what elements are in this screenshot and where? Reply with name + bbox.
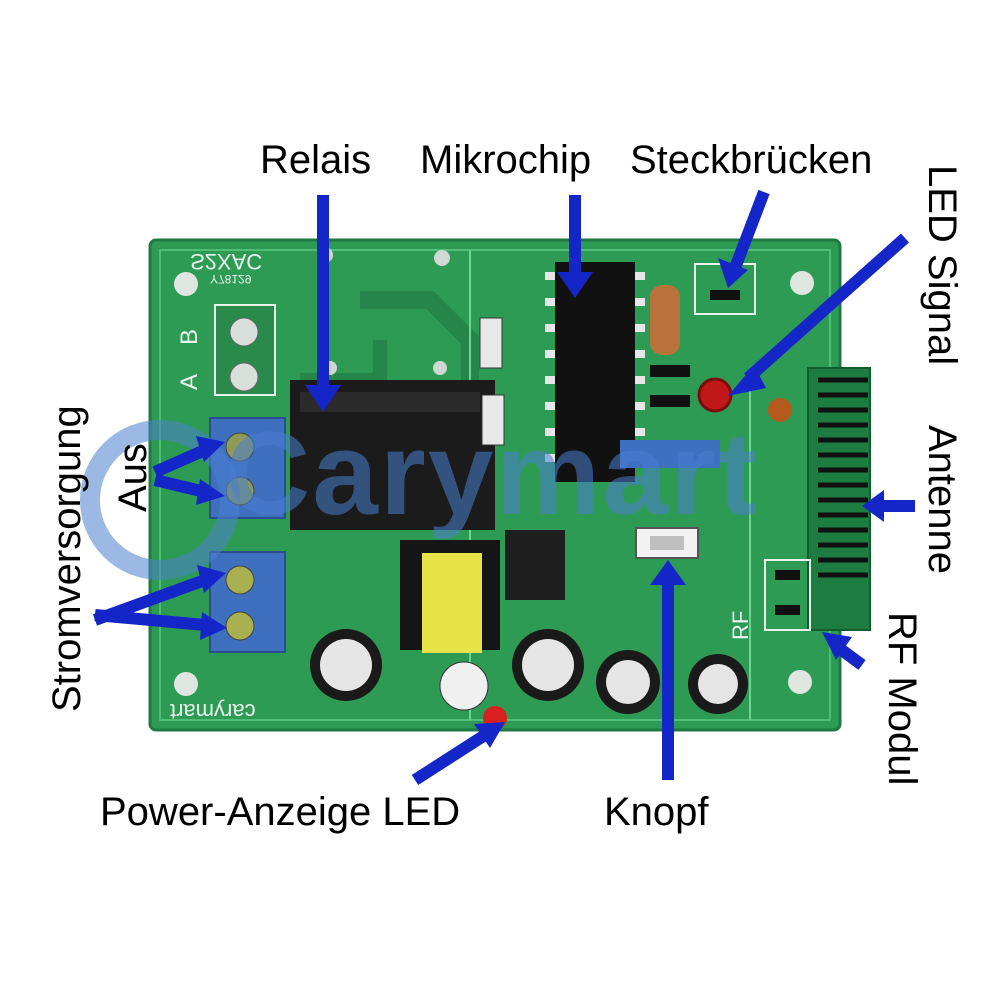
label-power-led: Power-Anzeige LED [100, 790, 461, 834]
arrow-aus-1 [152, 444, 208, 478]
callout-arrows [92, 189, 915, 786]
terminal-b-label: B [176, 328, 203, 345]
label-stromversorgung: Stromversorgung [45, 405, 89, 712]
board-brand-text: carymart [170, 699, 256, 724]
terminal-a-label: A [176, 373, 203, 390]
label-rf-modul: RF Modul [880, 612, 924, 786]
label-aus: Aus [111, 443, 155, 512]
label-antenne: Antenne [920, 425, 964, 575]
board-model-text: S2XAC [190, 249, 263, 274]
led-signal [697, 377, 733, 413]
watermark-ring [80, 420, 240, 580]
label-knopf: Knopf [604, 790, 709, 834]
label-steckbruecken: Steckbrücken [630, 138, 873, 182]
arrow-steckbruecken [729, 189, 770, 271]
mounting-hole [790, 271, 814, 295]
mounting-hole [788, 670, 812, 694]
antenna-coil [818, 377, 868, 578]
label-relais: Relais [260, 138, 372, 182]
arrow-power-led [411, 729, 489, 786]
board-rf-text: RF [728, 610, 753, 640]
arrow-relais [317, 195, 329, 395]
mounting-hole [174, 672, 198, 696]
label-led-signal: LED Signal [920, 165, 964, 366]
arrow-mikrochip [569, 195, 581, 280]
watermark-text: Carymart [225, 408, 760, 540]
arrow-strom-2 [94, 609, 206, 631]
board-model-subtext: Y78129 [210, 272, 252, 286]
arrow-led-signal [744, 233, 909, 383]
arrow-knopf [662, 575, 674, 780]
mounting-hole [174, 272, 198, 296]
label-mikrochip: Mikrochip [420, 138, 592, 182]
arrow-aus-2 [153, 474, 207, 498]
